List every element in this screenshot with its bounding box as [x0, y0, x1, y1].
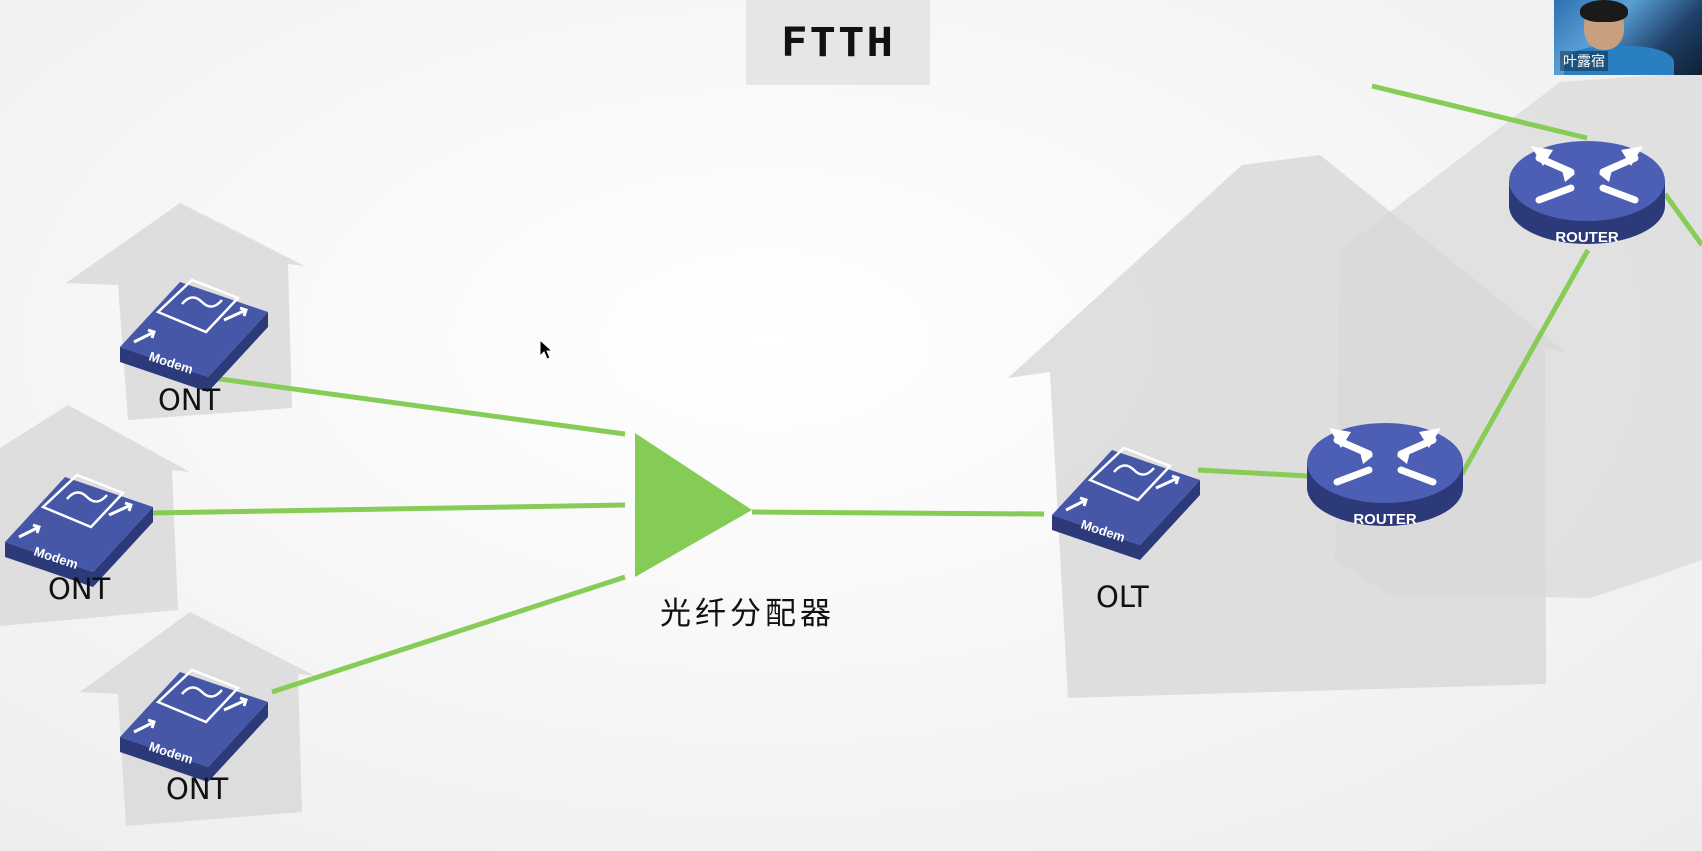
fiber-lines [149, 83, 1702, 695]
ont-label-1: ONT [158, 383, 221, 417]
olt-label: OLT [1096, 580, 1149, 614]
webcam-name: 叶露宿 [1560, 51, 1608, 71]
link-olt-router1 [1197, 467, 1309, 479]
webcam-person-hair [1580, 0, 1628, 22]
ont-label-3: ONT [166, 772, 229, 806]
fiber-splitter-icon [635, 433, 752, 577]
fiber-splitter-olt [751, 509, 1045, 517]
link-router1-router2 [1459, 248, 1591, 476]
router-label: ROUTER [1555, 229, 1619, 246]
link-router2-upstream [1371, 83, 1588, 141]
webcam-thumbnail[interactable]: 叶露宿 [1554, 0, 1702, 75]
title-box: FTTH [746, 0, 930, 85]
webcam-person-shirt [1564, 46, 1674, 75]
ont-device-3: Modem [118, 668, 270, 784]
ont-device-1: Modem [118, 278, 270, 394]
link-router2-right [1662, 192, 1702, 247]
fiber-ont1-splitter [197, 373, 626, 437]
splitter-label: 光纤分配器 [660, 596, 835, 632]
router-1: ROUTER [1307, 423, 1463, 528]
router-2: ROUTER [1509, 141, 1665, 246]
page-title: FTTH [781, 19, 895, 66]
ont-label-2: ONT [48, 572, 111, 606]
ont-device-2: Modem [3, 473, 155, 589]
router-label: ROUTER [1353, 511, 1417, 528]
fiber-ont3-splitter [271, 574, 626, 695]
fiber-ont2-splitter [149, 502, 626, 516]
olt-device: Modem [1050, 446, 1202, 562]
mouse-cursor-icon [539, 338, 554, 360]
